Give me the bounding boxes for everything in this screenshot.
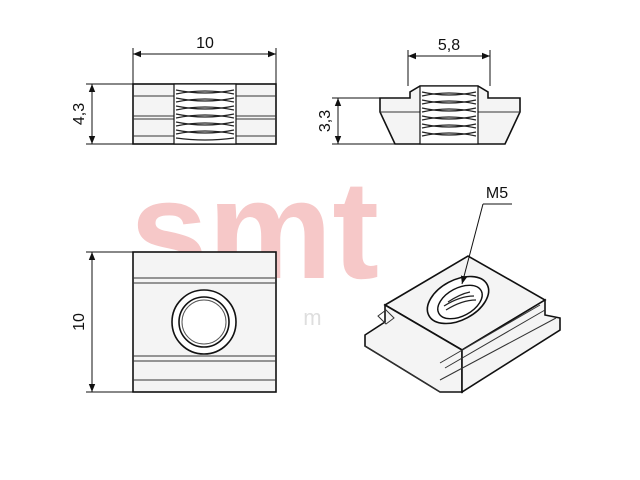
- top-view-thread-bore: [173, 83, 237, 145]
- top-view-thread-hatch: [175, 89, 235, 141]
- front-view: 10: [71, 251, 277, 393]
- dim-side-height: 3,3: [317, 110, 334, 132]
- dim-side-width: 5,8: [438, 37, 460, 54]
- iso-hole-inner: [437, 284, 483, 320]
- dim-top-height: 4,3: [71, 103, 88, 125]
- side-view: 5,8 3,3: [317, 37, 521, 145]
- isometric-view: M5: [364, 185, 561, 394]
- front-view-hole-outer: [171, 289, 237, 355]
- iso-hole-outer: [426, 275, 490, 325]
- iso-right-face: [461, 298, 561, 394]
- top-view: 10 4,3: [71, 35, 277, 145]
- dim-top-width: 10: [196, 35, 214, 52]
- thread-callout-label: M5: [486, 185, 508, 202]
- front-view-hole-inner: [178, 296, 230, 348]
- dim-front-height: 10: [71, 313, 88, 331]
- side-view-thread-hatch: [421, 91, 477, 137]
